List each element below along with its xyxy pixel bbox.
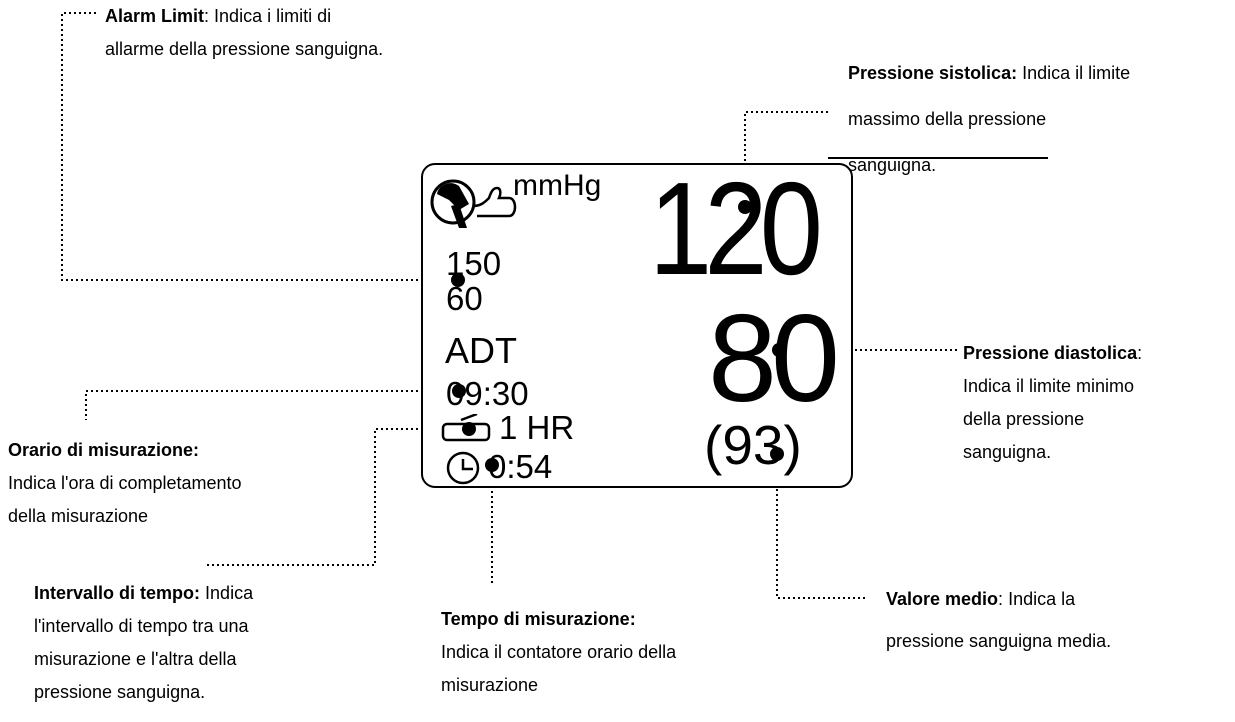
annotation-title: Orario di misurazione: xyxy=(8,440,200,460)
marker-mean xyxy=(770,447,784,461)
marker-timer xyxy=(485,458,499,472)
annotation-title: Tempo di misurazione: xyxy=(441,609,636,629)
leader-alarm-limit xyxy=(61,12,457,281)
leader-measure-time xyxy=(85,390,458,420)
marker-alarm-limit xyxy=(451,273,465,287)
annotation-text: l'intervallo di tempo tra una xyxy=(34,616,249,636)
annotation-text: sanguigna. xyxy=(848,155,937,175)
marker-systolic xyxy=(738,200,752,214)
annotation-text: Indica la xyxy=(1008,589,1076,609)
annotation-text: Indica i limiti di xyxy=(214,6,332,26)
unit-label: mmHg xyxy=(513,169,602,202)
annotation-systolic: Pressione sistolica: Indica il limite ma… xyxy=(848,50,1130,188)
annotation-text: Indica il limite xyxy=(1022,63,1131,83)
annotation-title: Valore medio xyxy=(886,589,999,609)
annotation-text: Indica il limite minimo xyxy=(963,376,1135,396)
annotation-text: misurazione e l'altra della xyxy=(34,649,237,669)
diastolic-value: 80 xyxy=(708,290,840,428)
annotation-interval: Intervallo di tempo: Indica l'intervallo… xyxy=(34,577,253,709)
alarm-limit-low: 60 xyxy=(446,280,483,317)
systolic-value: 120 xyxy=(649,165,823,302)
annotation-diastolic: Pressione diastolica: Indica il limite m… xyxy=(963,337,1142,469)
annotation-timer: Tempo di misurazione: Indica il contator… xyxy=(441,603,676,702)
annotation-text: Indica il contatore orario della xyxy=(441,642,677,662)
annotation-title: Pressione sistolica: xyxy=(848,63,1018,83)
annotation-text: pressione sanguigna. xyxy=(34,682,206,702)
annotation-text: massimo della pressione xyxy=(848,109,1047,129)
annotation-mean: Valore medio: Indica la pressione sangui… xyxy=(886,578,1111,662)
annotation-text: Indica l'ora di completamento xyxy=(8,473,242,493)
annotation-text: della pressione xyxy=(963,409,1085,429)
annotation-title: Pressione diastolica xyxy=(963,343,1138,363)
annotation-measure-time: Orario di misurazione: Indica l'ora di c… xyxy=(8,434,242,533)
marker-interval xyxy=(462,422,476,436)
annotation-text: pressione sanguigna media. xyxy=(886,631,1112,651)
annotation-alarm-limit: Alarm Limit: Indica i limiti di allarme … xyxy=(105,0,383,66)
annotation-title: Alarm Limit xyxy=(105,6,205,26)
annotation-text: misurazione xyxy=(441,675,539,695)
annotation-text: allarme della pressione sanguigna. xyxy=(105,39,384,59)
systolic-clip: 120 xyxy=(423,165,851,335)
cuff-icon xyxy=(430,179,517,228)
mean-value: (93) xyxy=(704,414,802,476)
annotation-text: della misurazione xyxy=(8,506,149,526)
annotation-title: Intervallo di tempo: xyxy=(34,583,201,603)
interval-value: 1 HR xyxy=(499,409,575,446)
marker-diastolic xyxy=(772,343,786,357)
mode-label: ADT xyxy=(445,330,517,371)
marker-measure-time xyxy=(452,384,466,398)
clock-icon xyxy=(446,451,480,485)
annotation-text: Indica xyxy=(205,583,254,603)
annotation-text: sanguigna. xyxy=(963,442,1052,462)
